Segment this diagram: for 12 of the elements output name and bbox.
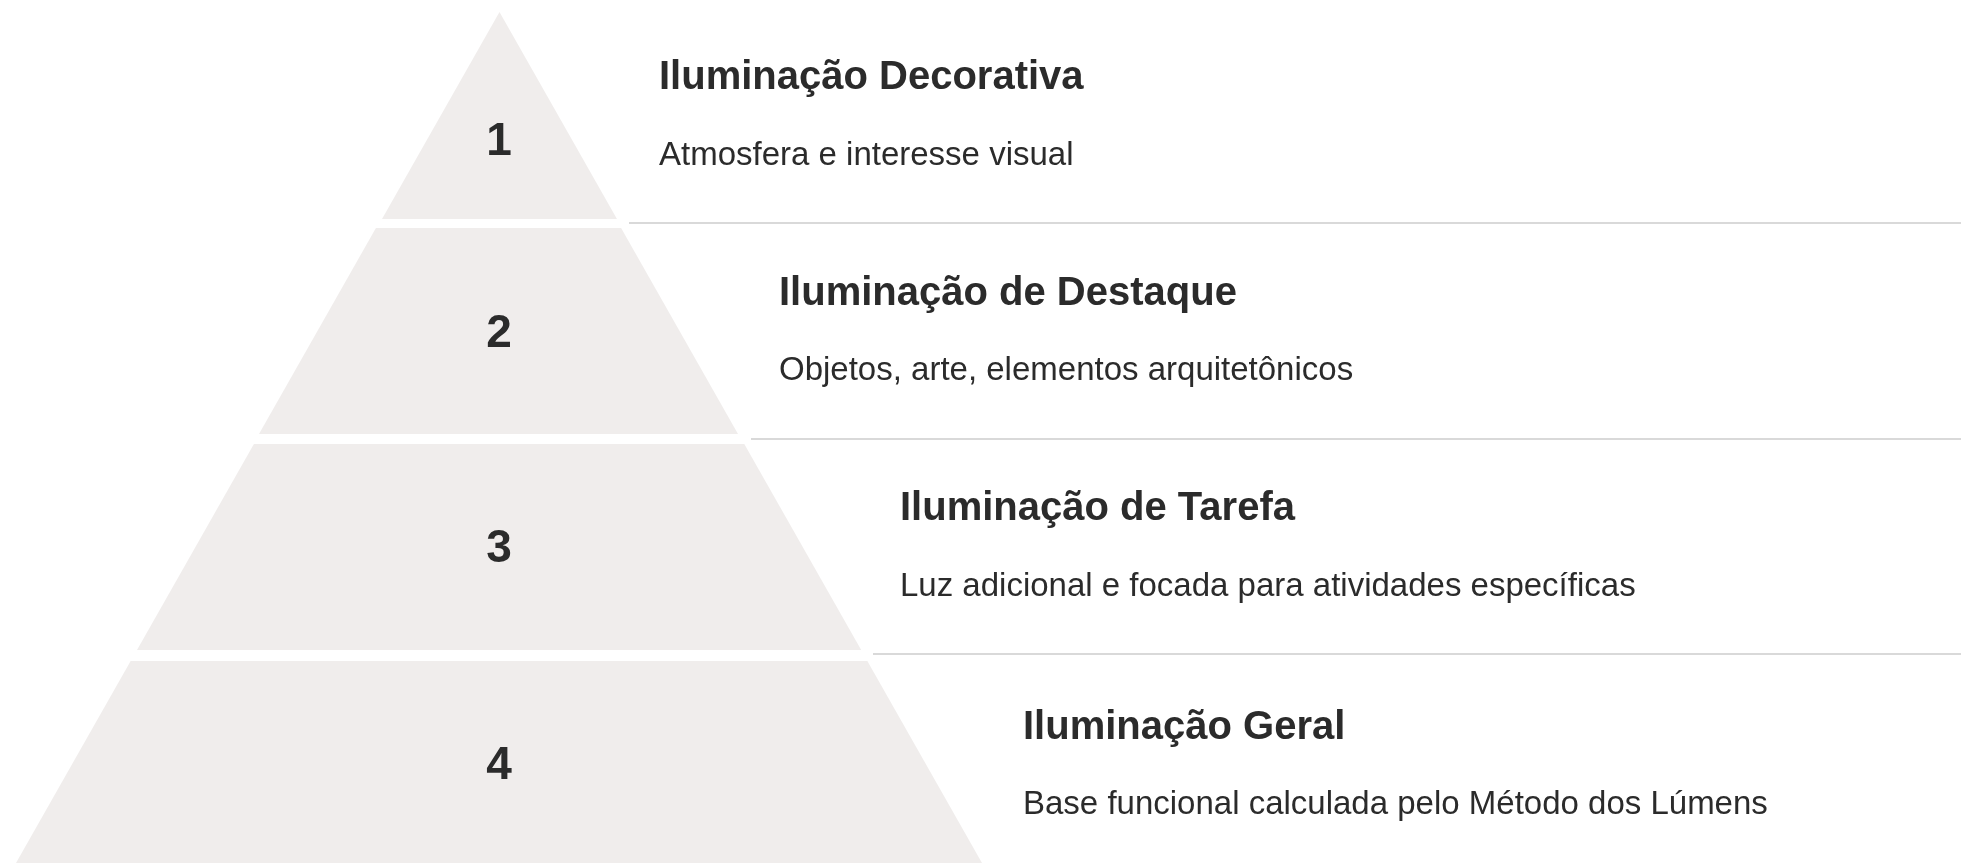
- layer-number: 3: [485, 523, 513, 569]
- layer-number: 2: [485, 308, 513, 354]
- layer-description: Objetos, arte, elementos arquitetônicos: [779, 351, 1354, 385]
- layer-title: Iluminação Decorativa: [659, 55, 1084, 95]
- layer-title: Iluminação de Tarefa: [900, 486, 1295, 526]
- layer-description: Luz adicional e focada para atividades específicas: [900, 567, 1636, 601]
- layer-title: Iluminação de Destaque: [779, 271, 1237, 311]
- layer-number: 1: [485, 116, 513, 162]
- layer-description: Atmosfera e interesse visual: [659, 136, 1074, 170]
- layer-description: Base funcional calculada pelo Método dos Lúmens: [1023, 785, 1768, 819]
- layer-number: 4: [485, 740, 513, 786]
- layer-title: Iluminação Geral: [1023, 705, 1346, 745]
